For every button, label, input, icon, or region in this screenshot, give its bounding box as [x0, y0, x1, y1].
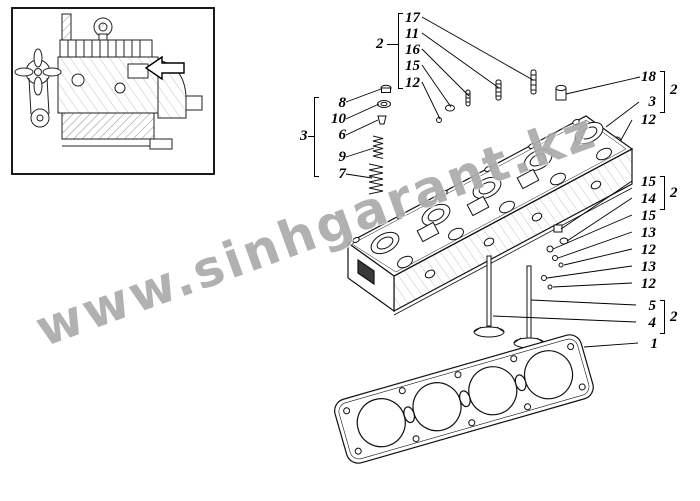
callout-18: 18: [641, 69, 656, 85]
bracket-springs: [314, 97, 319, 177]
bracket-cap-group: [660, 176, 665, 210]
callout-5: 5: [648, 298, 657, 314]
callout-12-a: 12: [641, 242, 656, 258]
group-label-2-valves: 2: [670, 309, 678, 325]
callout-16: 16: [405, 42, 420, 58]
bracket-right-top: [660, 71, 665, 113]
bracket-tick: [387, 44, 398, 45]
callout-9: 9: [338, 149, 347, 165]
callout-7: 7: [338, 166, 347, 182]
callout-1: 1: [650, 336, 659, 352]
callout-15-cap: 15: [641, 174, 656, 190]
callout-10: 10: [331, 111, 346, 127]
group-label-2-cap: 2: [670, 185, 678, 201]
stud-parts: [436, 69, 537, 123]
engine-inset-illustration: [11, 7, 215, 175]
group-label-3-springs: 3: [300, 128, 308, 144]
callout-13-b: 13: [641, 259, 656, 275]
callout-3: 3: [648, 94, 657, 110]
callout-13-a: 13: [641, 225, 656, 241]
pointer-arrow-icon: [144, 55, 185, 81]
callout-12-b: 12: [641, 276, 656, 292]
callout-4: 4: [648, 315, 657, 331]
group-label-2-studs: 2: [376, 36, 384, 52]
bracket-studs: [398, 13, 403, 89]
callout-11: 11: [405, 26, 420, 42]
callout-12-nut: 12: [641, 112, 656, 128]
callout-8: 8: [338, 95, 347, 111]
callout-6: 6: [338, 127, 347, 143]
leader-lines: [345, 16, 641, 348]
bracket-tick: [308, 136, 314, 137]
group-label-2-right-top: 2: [670, 82, 678, 98]
cylinder-head-drawing: [346, 115, 634, 316]
callout-17: 17: [405, 10, 420, 26]
callout-12-stud: 12: [405, 75, 420, 91]
valves-drawing: [473, 255, 545, 349]
bracket-valve-group: [660, 300, 665, 334]
callout-15-stud: 15: [405, 58, 420, 74]
valve-spring-parts: [368, 84, 392, 195]
callout-14: 14: [641, 191, 656, 207]
head-gasket-drawing: [334, 334, 594, 464]
callout-15-keeper: 15: [641, 208, 656, 224]
